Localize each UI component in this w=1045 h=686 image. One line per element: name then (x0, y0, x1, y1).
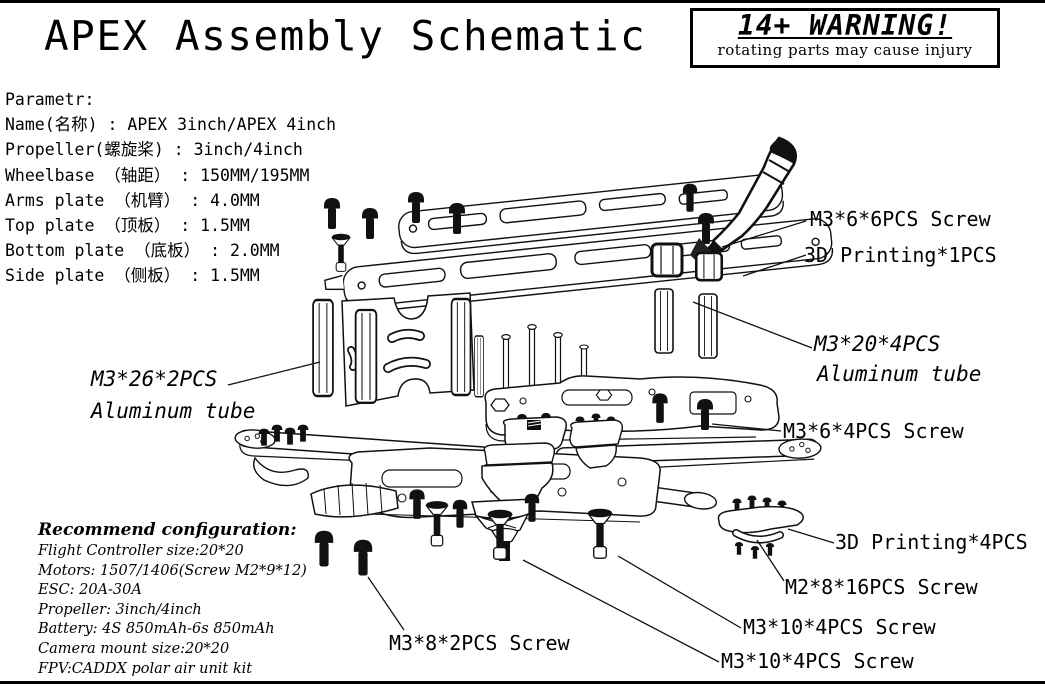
recommend-line: Motors: 1507/1406(Screw M2*9*12) (38, 562, 307, 579)
callout-m3x10x4-screw-b: M3*10*4PCS Screw (721, 649, 914, 673)
callout-m3x20-tube: M3*20*4PCS (814, 332, 941, 356)
recommend-heading: Recommend configuration: (38, 520, 297, 540)
recommend-line: FPV:CADDX polar air unit kit (38, 660, 253, 677)
callout-m3x20-tube-sub: Aluminum tube (817, 362, 982, 386)
parameters-list: Parametr: Name(名称) : APEX 3inch/APEX 4in… (5, 87, 336, 289)
parameter-line: Wheelbase （轴距） : 150MM/195MM (5, 165, 310, 185)
parameter-line: Top plate （顶板） : 1.5MM (5, 216, 250, 236)
parameter-line: Arms plate （机臂） : 4.0MM (5, 190, 260, 210)
recommend-configuration-list: Recommend configuration: Flight Controll… (38, 519, 307, 679)
arms-assembly-drawing (234, 413, 822, 561)
callout-m3x10x4-screw-a: M3*10*4PCS Screw (743, 615, 936, 639)
parameter-line: Propeller(螺旋桨) : 3inch/4inch (5, 140, 303, 160)
warning-title: 14+ WARNING! (737, 9, 953, 42)
recommend-line: Battery: 4S 850mAh-6s 850mAh (38, 621, 275, 638)
recommend-line: Camera mount size:20*20 (38, 640, 230, 657)
callout-m2x8x16-screw: M2*8*16PCS Screw (785, 575, 978, 599)
recommend-line: ESC: 20A-30A (38, 582, 142, 599)
page-title: APEX Assembly Schematic (44, 12, 647, 60)
motor-mount-3d-print-drawing (717, 495, 804, 559)
warning-subtitle: rotating parts may cause injury (717, 41, 973, 59)
parameters-heading: Parametr: (5, 90, 95, 109)
parameter-line: Bottom plate （底板） : 2.0MM (5, 241, 280, 261)
recommend-line: Propeller: 3inch/4inch (38, 601, 202, 618)
callout-3d-printing-1pcs: 3D Printing*1PCS (804, 243, 997, 267)
page-bottom-border (0, 681, 1045, 684)
callout-m3x6x6-screw: M3*6*6PCS Screw (810, 207, 991, 231)
parameter-line: Side plate （侧板） : 1.5MM (5, 266, 260, 286)
callout-3d-printing-4pcs: 3D Printing*4PCS (835, 530, 1028, 554)
page-top-border (0, 0, 1045, 3)
warning-box: 14+ WARNING! rotating parts may cause in… (690, 8, 1000, 68)
recommend-line: Flight Controller size:20*20 (38, 543, 244, 559)
callout-m3x26-tube: M3*26*2PCS (91, 367, 218, 391)
leader-lines (227, 220, 835, 663)
callout-m3x26-tube-sub: Aluminum tube (91, 399, 256, 423)
vtx-mount-stack-drawing (569, 413, 624, 469)
callout-m3x6x4-screw: M3*6*4PCS Screw (783, 419, 964, 443)
side-plate-drawing (311, 292, 485, 407)
parameter-line: Name(名称) : APEX 3inch/APEX 4inch (5, 115, 337, 135)
callout-m3x8x2-screw: M3*8*2PCS Screw (389, 631, 570, 655)
